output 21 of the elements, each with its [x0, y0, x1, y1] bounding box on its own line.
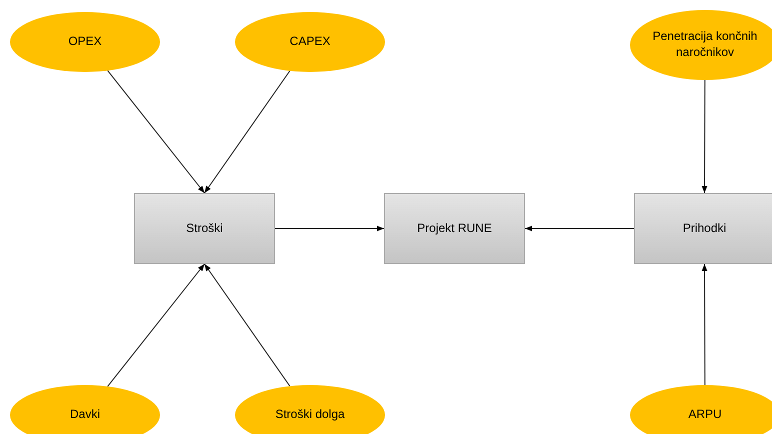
node-label: Stroški dolga: [274, 407, 346, 423]
arrow: [524, 226, 634, 232]
node-label: CAPEX: [288, 34, 332, 50]
arrow: [107, 264, 205, 387]
node-label: Penetracija končnih naročnikov: [652, 29, 758, 61]
process-box: [634, 193, 772, 264]
arrow: [702, 80, 708, 194]
process-box: [134, 193, 275, 264]
arrow: [107, 70, 205, 194]
arrow: [204, 264, 290, 387]
node-label: ARPU: [687, 407, 723, 423]
node-label: Prihodki: [682, 220, 728, 236]
node-label: Projekt RUNE: [416, 220, 493, 236]
process-box: [384, 193, 525, 264]
factor-ellipse: [630, 385, 772, 434]
node-label: Stroški: [185, 220, 224, 236]
arrow: [274, 226, 384, 232]
node-label: OPEX: [67, 34, 103, 50]
node-label: Davki: [68, 407, 101, 423]
arrow: [702, 264, 708, 386]
arrow: [204, 70, 290, 194]
